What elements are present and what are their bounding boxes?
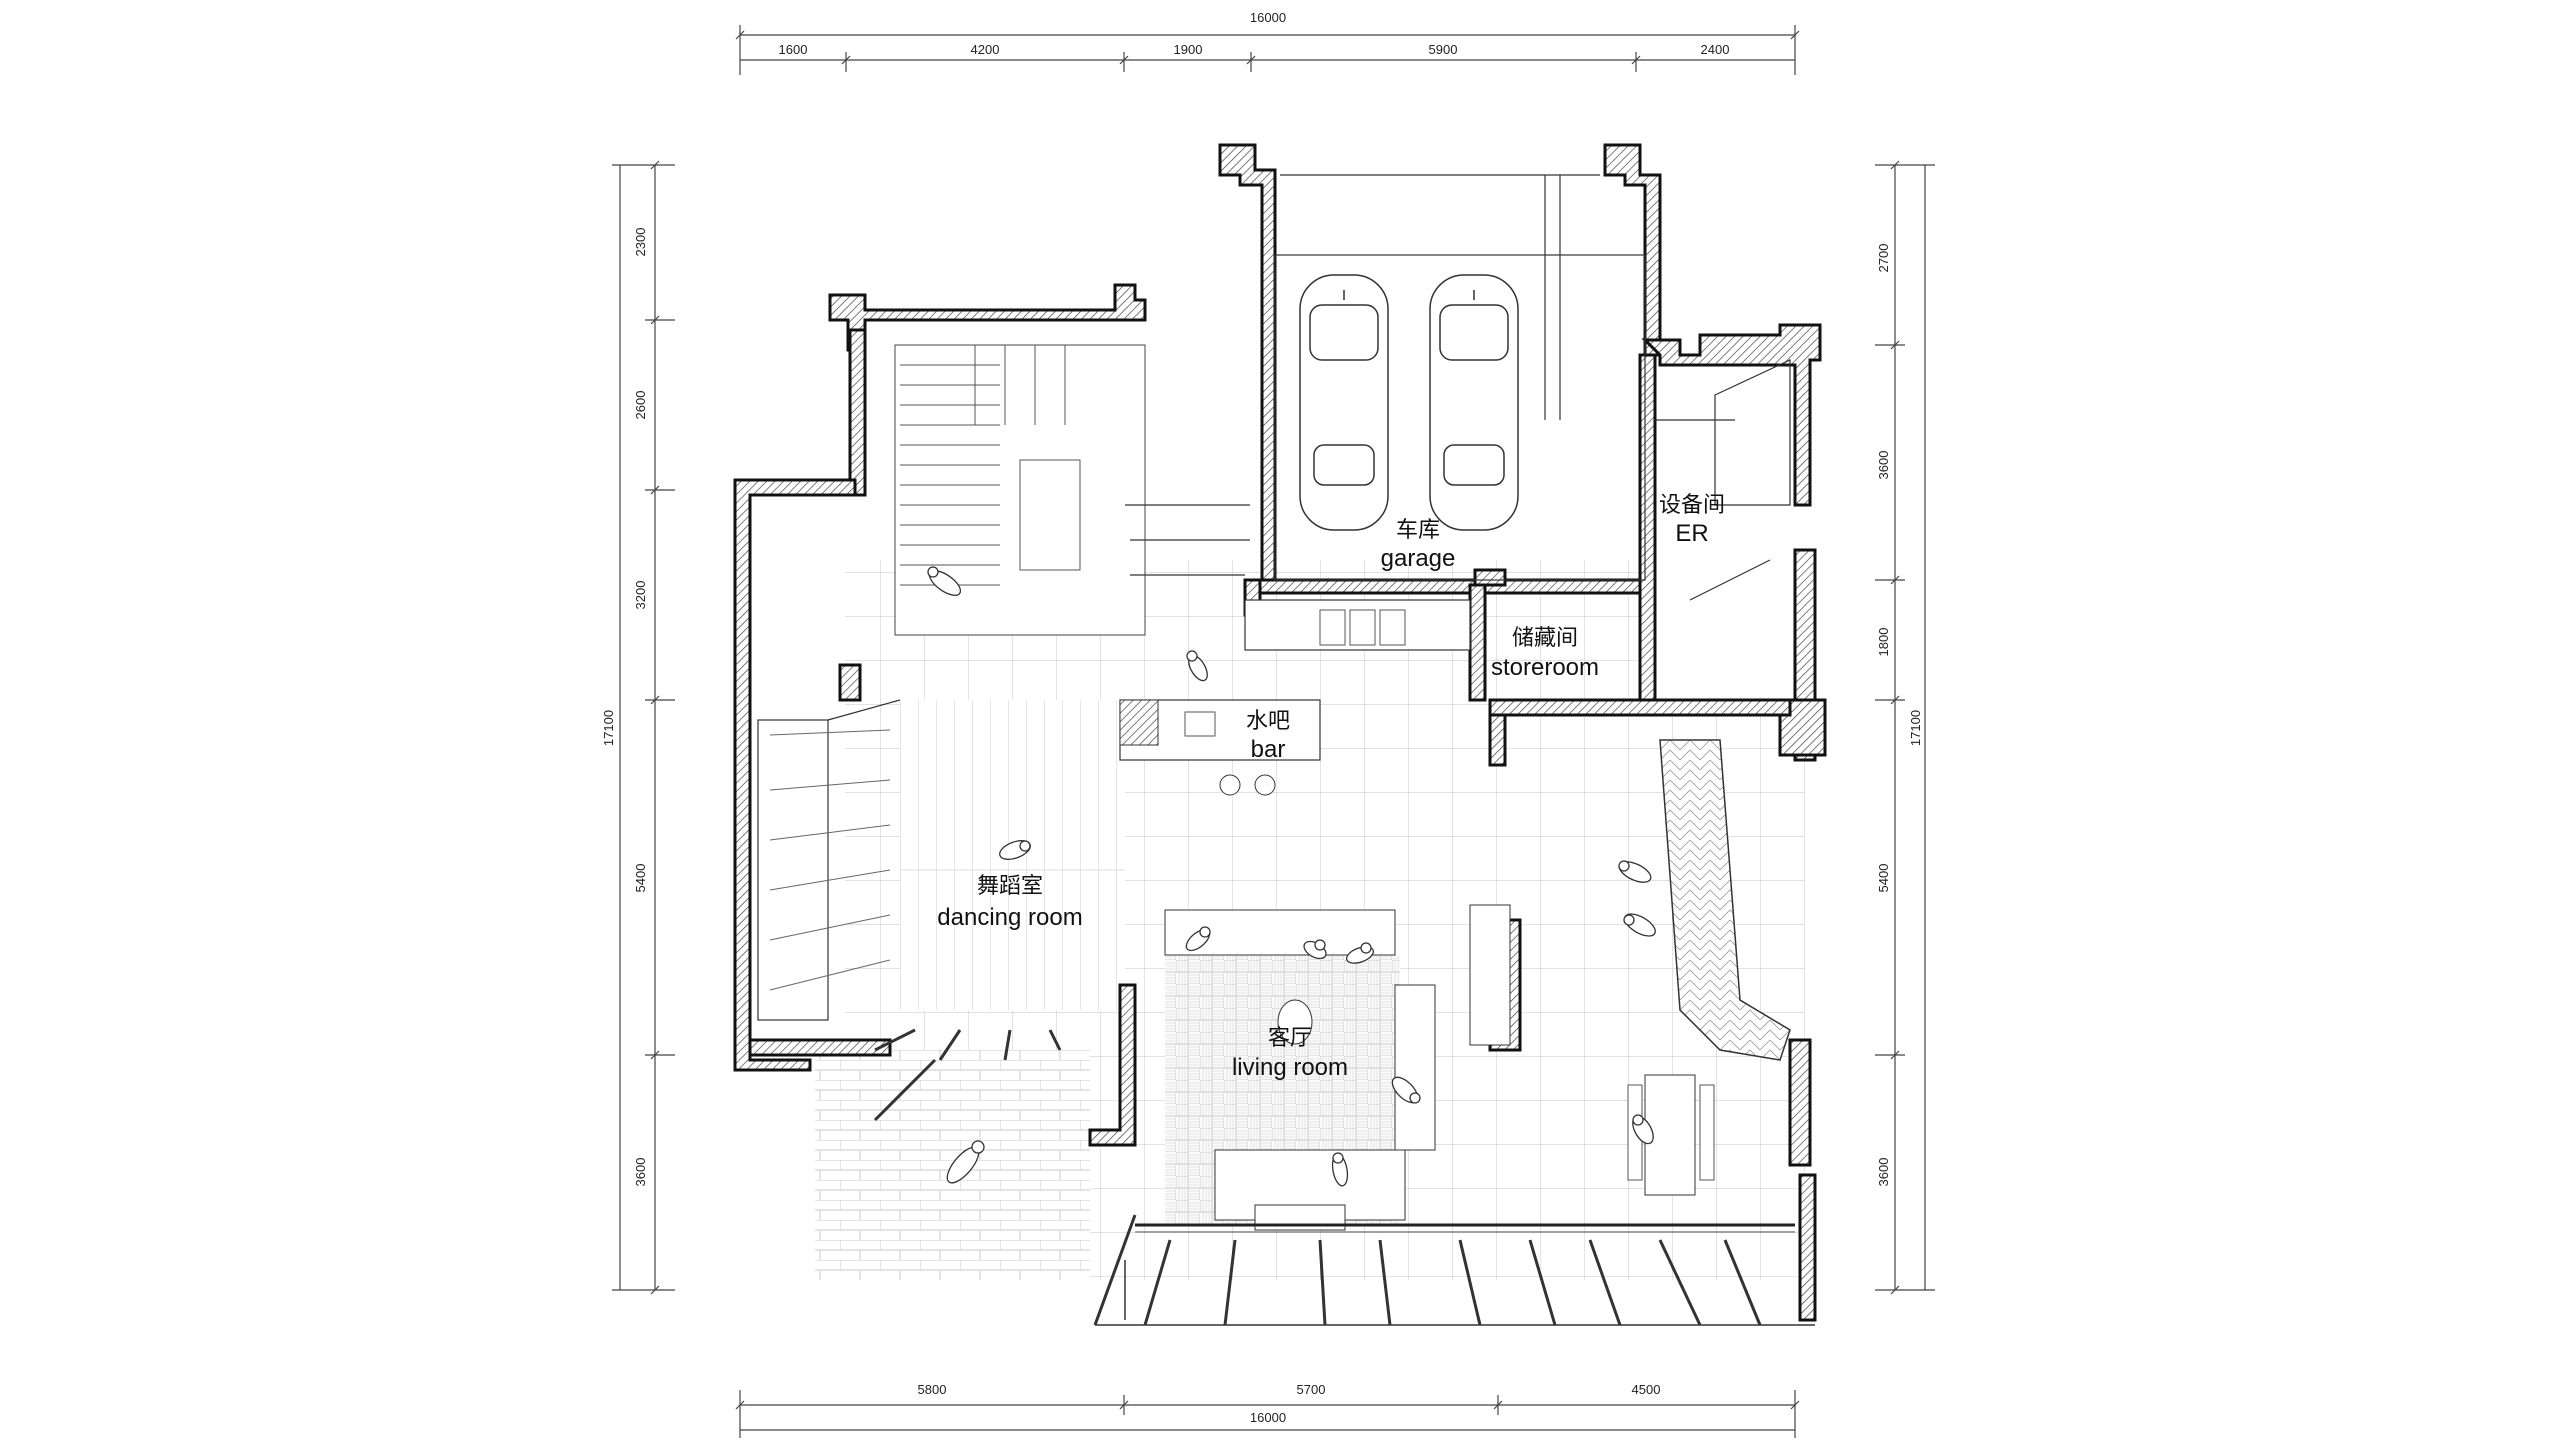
bottom-dimension-1: 5800 <box>918 1382 947 1397</box>
bottom-total-dimension: 16000 <box>1250 1410 1286 1425</box>
right-dimension-3: 1800 <box>1876 628 1891 657</box>
room-label-living: 客厅 living room <box>1232 1026 1348 1081</box>
living-label-cn: 客厅 <box>1268 1026 1312 1051</box>
room-label-er: 设备间 ER <box>1659 493 1725 547</box>
left-dimension-1: 2300 <box>633 228 648 257</box>
internal-linework <box>757 174 1815 1326</box>
storeroom-label-en: storeroom <box>1491 654 1599 681</box>
person-icon <box>1185 926 1211 952</box>
right-total-dimension: 17100 <box>1908 710 1923 746</box>
bottom-dimension-2: 5700 <box>1297 1382 1326 1397</box>
living-label-en: living room <box>1232 1054 1348 1081</box>
person-icon <box>1331 1152 1349 1187</box>
left-dimension-5: 3600 <box>633 1158 648 1187</box>
right-dimension-lines <box>1875 160 1935 1295</box>
person-icon <box>1623 913 1656 937</box>
garage-label-en: garage <box>1381 545 1456 572</box>
room-label-storeroom: 储藏间 storeroom <box>1491 626 1599 681</box>
person-icon <box>946 1140 985 1184</box>
person-icon <box>1632 1114 1654 1145</box>
person-icon <box>1391 1076 1421 1104</box>
right-dimension-5: 3600 <box>1876 1158 1891 1187</box>
room-label-dancing: 舞蹈室 dancing room <box>937 874 1082 931</box>
dancing-label-en: dancing room <box>937 904 1082 931</box>
top-dimension-3: 1900 <box>1174 42 1203 57</box>
car-left-icon <box>1299 274 1389 531</box>
person-icon <box>1186 650 1208 682</box>
left-total-dimension: 17100 <box>601 710 616 746</box>
top-dimension-1: 1600 <box>779 42 808 57</box>
left-dimension-4: 5400 <box>633 864 648 893</box>
right-dimension-4: 5400 <box>1876 864 1891 893</box>
room-label-garage: 车库 garage <box>1381 518 1456 572</box>
top-total-dimension: 16000 <box>1250 10 1286 25</box>
right-dimension-1: 2700 <box>1876 244 1891 273</box>
people-figures <box>927 566 1656 1187</box>
top-dimension-lines <box>735 25 1800 75</box>
dancing-label-cn: 舞蹈室 <box>977 874 1043 899</box>
garage-label-cn: 车库 <box>1396 518 1440 543</box>
bar-label-en: bar <box>1251 736 1286 763</box>
er-label-en: ER <box>1675 520 1708 547</box>
bar-label-cn: 水吧 <box>1246 709 1290 734</box>
left-dimension-lines <box>612 160 675 1295</box>
bottom-dimension-lines <box>735 1390 1800 1438</box>
exterior-walls <box>733 143 1827 1322</box>
person-icon <box>1303 939 1327 960</box>
top-dimension-2: 4200 <box>971 42 1000 57</box>
right-dimension-2: 3600 <box>1876 451 1891 480</box>
storeroom-label-cn: 储藏间 <box>1512 626 1578 651</box>
car-right-icon <box>1429 274 1519 531</box>
left-dimension-3: 3200 <box>633 581 648 610</box>
top-dimension-4: 5900 <box>1429 42 1458 57</box>
person-icon <box>999 840 1031 860</box>
top-dimension-5: 2400 <box>1701 42 1730 57</box>
person-icon <box>1618 860 1652 883</box>
bottom-dimension-3: 4500 <box>1632 1382 1661 1397</box>
room-label-bar: 水吧 bar <box>1246 709 1290 763</box>
person-icon <box>1345 942 1375 964</box>
er-label-cn: 设备间 <box>1659 493 1725 518</box>
person-icon <box>927 566 962 596</box>
left-dimension-2: 2600 <box>633 391 648 420</box>
